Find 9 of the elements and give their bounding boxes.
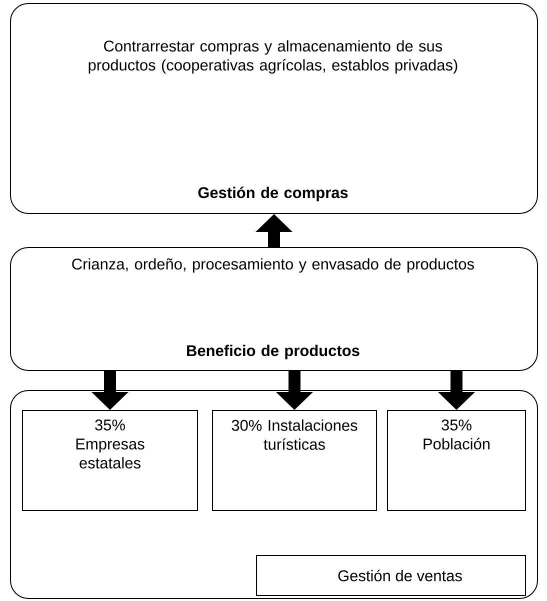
- category-box: 35% Población: [387, 410, 526, 511]
- box-heading: Beneficio de productos: [187, 344, 360, 360]
- group-box: [10, 390, 538, 599]
- category-box: Gestión de ventas: [256, 555, 526, 596]
- category-box: 35% Empresas estatales: [22, 410, 198, 511]
- category-box: 30% Instalaciones turísticas: [212, 410, 377, 511]
- box-text: Contrarrestar compras y almacenamiento de sus productos (cooperativas agrícolas, establos privadas): [88, 40, 458, 74]
- box-text: Crianza, ordeño, procesamiento y envasado de productos: [72, 258, 474, 273]
- box-heading: Gestión de compras: [198, 186, 348, 202]
